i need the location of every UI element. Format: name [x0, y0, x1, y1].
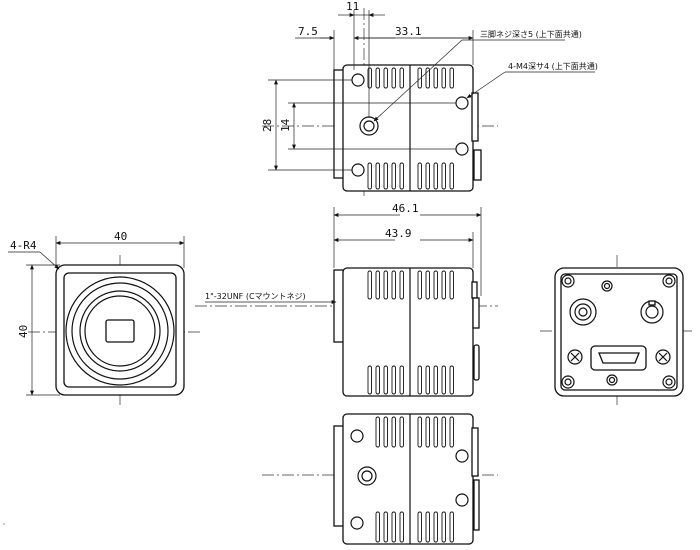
cooling-fin: [441, 67, 446, 89]
cooling-fin: [425, 511, 430, 543]
front-view: 40 40 4-R4: [8, 230, 200, 405]
cooling-fin: [449, 270, 454, 300]
cooling-fin: [449, 511, 454, 543]
cooling-fin: [367, 270, 372, 300]
m4-screw-hole-icon: [350, 429, 364, 443]
cooling-fin: [449, 365, 454, 395]
cooling-fin: [399, 67, 404, 89]
cooling-fin: [433, 270, 438, 300]
cooling-fin: [441, 511, 446, 543]
note-m4-holes: 4-M4深サ4 (上下面共通): [508, 61, 598, 71]
dim-top-length: 33.1: [395, 25, 422, 38]
cooling-fin: [391, 365, 396, 395]
cooling-fin: [425, 416, 430, 448]
cooling-fin: [425, 270, 430, 300]
m4-screw-hole-icon: [455, 449, 469, 463]
dim-front-width: 40: [114, 230, 127, 243]
cooling-fin: [399, 511, 404, 543]
cooling-fin: [417, 365, 422, 395]
cooling-fin: [441, 416, 446, 448]
image-sensor: [105, 319, 135, 343]
cooling-fin: [383, 67, 388, 89]
cooling-fin: [367, 162, 372, 190]
note-mount: 1"-32UNF (Cマウントネジ): [205, 292, 306, 301]
cooling-fin: [367, 365, 372, 395]
cooling-fin: [433, 67, 438, 89]
cooling-fin: [425, 162, 430, 190]
cooling-fin: [375, 270, 380, 300]
cooling-fin: [433, 511, 438, 543]
bottom-view-body: [342, 413, 474, 545]
cooling-fin: [375, 162, 380, 190]
cooling-fin: [391, 270, 396, 300]
cooling-fin: [417, 511, 422, 543]
cooling-fin: [391, 416, 396, 448]
bottom-view: [262, 413, 498, 545]
dim-top-height: 28: [261, 119, 274, 132]
cooling-fin: [391, 511, 396, 543]
cooling-fin: [399, 270, 404, 300]
cooling-fin: [399, 416, 404, 448]
top-view-rear-panel: [471, 92, 479, 142]
dim-corner-radius: 4-R4: [10, 239, 37, 252]
dim-side-body: 43.9: [385, 227, 412, 240]
note-tripod-hole: 三脚ネジ深さ5 (上下面共通): [480, 29, 582, 39]
cooling-fin: [383, 416, 388, 448]
m4-screw-hole-icon: [351, 73, 365, 87]
cooling-fin: [433, 416, 438, 448]
top-view: 11 7.5 33.1 28 14 三脚ネジ深さ5 (上下面共通) 4-M4深サ…: [261, 0, 598, 196]
cooling-fin: [417, 162, 422, 190]
cooling-fin: [425, 67, 430, 89]
cooling-fin: [399, 162, 404, 190]
cooling-fin: [383, 162, 388, 190]
cooling-fin: [449, 416, 454, 448]
dim-top-inner: 14: [279, 118, 292, 132]
cooling-fin: [417, 67, 422, 89]
side-view: 46.1 43.9 1"-32UNF (Cマウントネジ): [195, 202, 498, 397]
dim-top-left: 7.5: [298, 25, 318, 38]
cooling-fin: [449, 162, 454, 190]
cooling-fin: [391, 67, 396, 89]
cooling-fin: [441, 270, 446, 300]
m4-screw-hole-icon: [455, 96, 469, 110]
cooling-fin: [441, 162, 446, 190]
cooling-fin: [375, 365, 380, 395]
cooling-fin: [417, 416, 422, 448]
cooling-fin: [375, 511, 380, 543]
m4-screw-hole-icon: [455, 493, 469, 507]
side-view-body: [342, 267, 474, 397]
cooling-fin: [425, 365, 430, 395]
cooling-fin: [433, 365, 438, 395]
cooling-fin: [417, 270, 422, 300]
rear-view: [540, 255, 695, 405]
cooling-fin: [433, 162, 438, 190]
dim-side-total: 46.1: [392, 202, 419, 215]
m4-screw-hole-icon: [350, 516, 364, 530]
cooling-fin: [441, 365, 446, 395]
cooling-fin: [375, 416, 380, 448]
m4-screw-hole-icon: [455, 142, 469, 156]
cooling-fin: [391, 162, 396, 190]
cooling-fin: [375, 67, 380, 89]
cooling-fin: [367, 67, 372, 89]
dim-top-offset: 11: [346, 0, 359, 13]
cooling-fin: [449, 67, 454, 89]
cooling-fin: [383, 365, 388, 395]
top-view-rear-port: [473, 149, 482, 181]
m4-screw-hole-icon: [351, 163, 365, 177]
cooling-fin: [399, 365, 404, 395]
cooling-fin: [383, 270, 388, 300]
cooling-fin: [383, 511, 388, 543]
dim-front-height: 40: [17, 325, 30, 338]
